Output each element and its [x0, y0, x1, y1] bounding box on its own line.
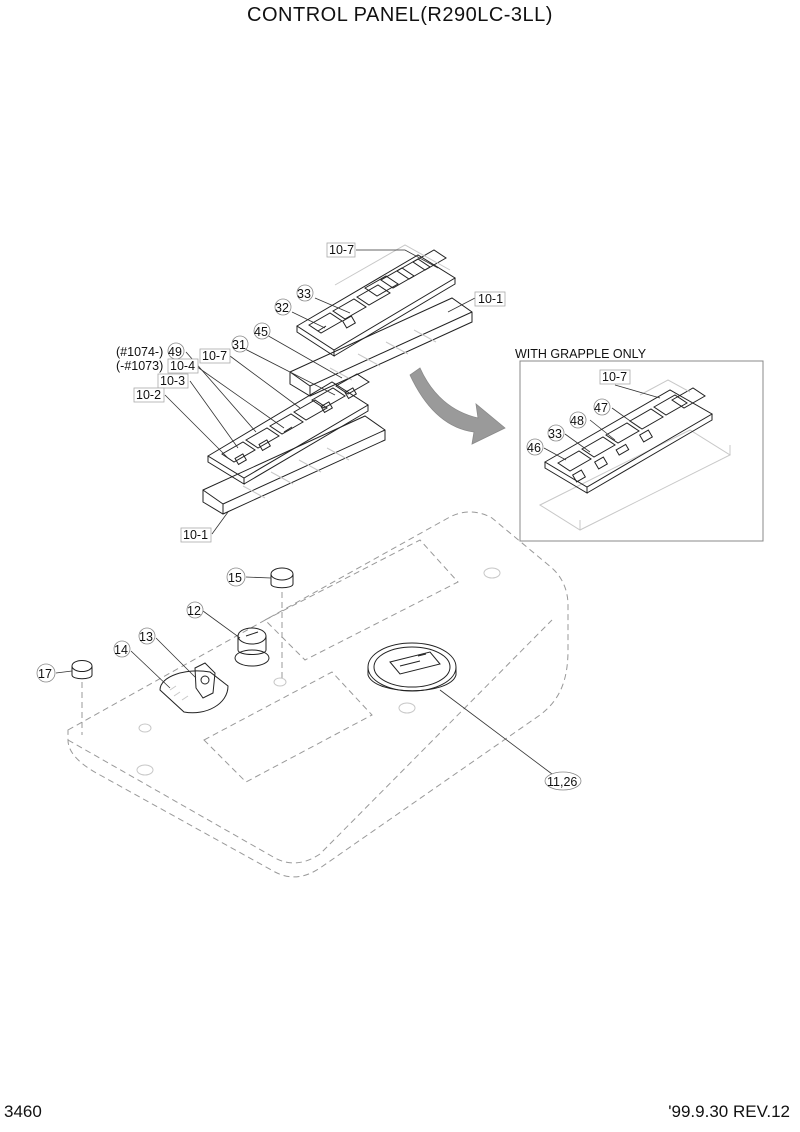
callout-10-2: 10-2 [136, 388, 161, 402]
callout-11-26: 11,26 [547, 775, 577, 789]
inset-callout-10-7: 10-7 [602, 370, 627, 384]
callout-12: 12 [187, 604, 201, 618]
inset-callout-46: 46 [527, 441, 541, 455]
grapple-inset [519, 360, 764, 542]
callout-10-4: 10-4 [170, 359, 195, 373]
page-number: 3460 [4, 1102, 42, 1121]
inset-title: WITH GRAPPLE ONLY [515, 347, 647, 361]
callout-10-1-top: 10-1 [478, 292, 503, 306]
callout-33-top: 33 [297, 287, 311, 301]
cap-17 [71, 660, 93, 735]
callout-14: 14 [114, 643, 128, 657]
callout-labels: 10-7 33 32 10-1 (#1074-) 49 (-#1073) 10-… [36, 242, 582, 791]
callout-10-1-bottom: 10-1 [183, 528, 208, 542]
callout-45: 45 [254, 325, 268, 339]
page-title: CONTROL PANEL(R290LC-3LL) [247, 4, 553, 26]
ignition-key-icon [194, 662, 216, 699]
callout-17: 17 [38, 667, 52, 681]
inset-callout-47: 47 [594, 401, 608, 415]
hour-meter-gauge [367, 642, 457, 692]
inset-labels: WITH GRAPPLE ONLY 10-7 46 33 48 47 [515, 347, 647, 456]
callout-31: 31 [232, 338, 246, 352]
callout-10-7-top: 10-7 [329, 243, 354, 257]
callout-49-prefix: (#1074-) [116, 345, 163, 359]
cap-15 [270, 567, 294, 680]
upper-switch-panel [289, 244, 473, 397]
callout-10-7-mid: 10-7 [202, 349, 227, 363]
callout-49: 49 [168, 345, 182, 359]
callout-13: 13 [139, 630, 153, 644]
callout-15: 15 [228, 571, 242, 585]
lower-switch-panel [202, 373, 386, 515]
ignition-switch [159, 662, 229, 714]
callout-32: 32 [275, 301, 289, 315]
callout-10-4-prefix: (-#1073) [116, 359, 163, 373]
callout-10-3: 10-3 [160, 374, 185, 388]
curved-arrow-icon [409, 367, 506, 445]
console-housing [67, 511, 569, 878]
knob-12 [234, 627, 270, 667]
revision-label: '99.9.30 REV.12 [668, 1102, 790, 1121]
inset-callout-33: 33 [548, 427, 562, 441]
inset-callout-48: 48 [570, 414, 584, 428]
